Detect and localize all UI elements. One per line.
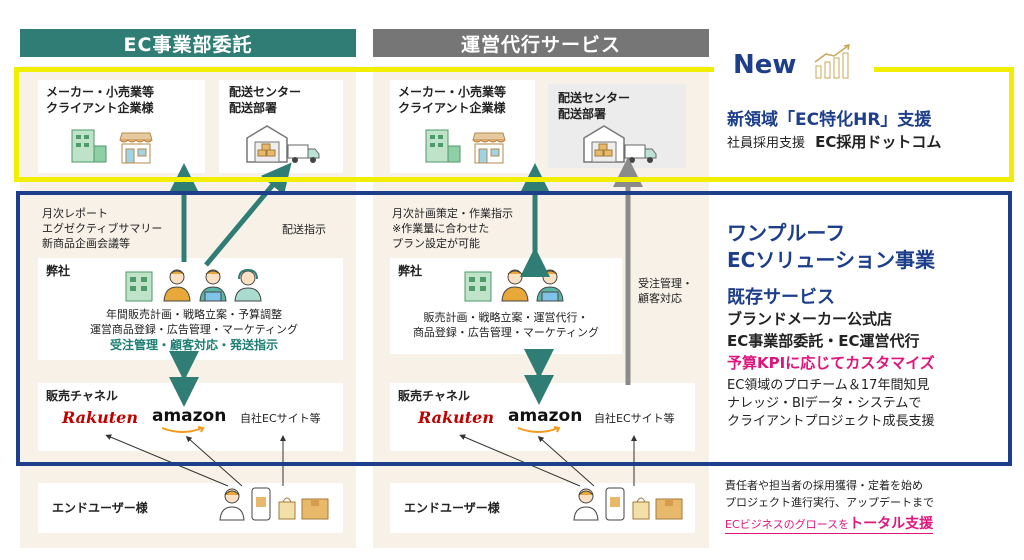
amazon-smile-icon — [517, 426, 561, 433]
rakuten-logo: Rakuten — [62, 408, 138, 427]
middle-client-card — [390, 80, 535, 173]
amazon-smile-icon — [161, 426, 205, 433]
smartphone-icon — [605, 487, 625, 521]
service-1: ブランドメーカー公式店 — [727, 310, 893, 328]
office-building-icon — [125, 271, 153, 302]
user-laptop-icon — [573, 488, 599, 521]
left-delivery-label: 配送センター 配送部署 — [229, 85, 302, 115]
staff-icon — [163, 269, 191, 302]
shopping-bag-icon — [278, 497, 296, 520]
yellow-frame — [14, 67, 1014, 182]
middle-company-title: 弊社 — [398, 264, 423, 278]
business-line1: ワンプルーフ — [727, 221, 846, 245]
left-channel-title: 販売チャネル — [46, 389, 118, 403]
staff-laptop-icon — [199, 269, 227, 302]
user-laptop-icon — [219, 488, 245, 521]
recruit-prefix: 社員採用支援 — [727, 136, 806, 151]
arrow-delivery-instruction — [204, 162, 292, 267]
package-icon — [655, 498, 683, 520]
arrow-user-rakuten — [105, 434, 229, 487]
left-delivery-instruction: 配送指示 — [282, 223, 326, 236]
left-report-text: 月次レポート エグゼクティブサマリー 新商品企画会議等 — [42, 207, 163, 250]
new-domain-title: 新領域「EC特化HR」支援 — [727, 110, 932, 130]
shop-icon — [119, 132, 153, 164]
footer-text: 責任者や担当者の採用獲得・定着を始め プロジェクト進行実行、アップデートまで — [725, 479, 934, 509]
recruit-line: 社員採用支援 EC採用ドットコム — [727, 131, 941, 152]
arrow-user-rakuten-mid — [459, 434, 581, 487]
rakuten-logo: Rakuten — [418, 408, 494, 427]
service-description: EC領域のプロチーム＆17年間知見 ナレッジ・BIデータ・システムで クライアン… — [727, 378, 935, 429]
middle-company-tasks: 販売計画・戦略立案・運営代行・ 商品登録・広告管理・マーケティング — [412, 311, 600, 339]
shop-icon — [472, 132, 506, 164]
service-2: EC事業部委託・EC運営代行 — [727, 332, 920, 350]
package-icon — [301, 498, 329, 520]
left-company-card — [38, 258, 343, 360]
staff-icon — [501, 269, 529, 302]
building-icon — [71, 129, 107, 163]
new-badge — [714, 44, 874, 88]
warehouse-icon — [583, 125, 625, 163]
left-company-highlight: 受注管理・顧客対応・発送指示 — [109, 338, 278, 352]
middle-client-label: メーカー・小売業等 クライアント企業様 — [398, 85, 507, 115]
warehouse-icon — [246, 125, 288, 163]
middle-enduser-label: エンドユーザー様 — [404, 501, 500, 515]
middle-company-card — [390, 258, 622, 354]
middle-delivery-label: 配送センター 配送部署 — [558, 91, 631, 121]
middle-order-mgmt: 受注管理・ 顧客対応 — [638, 277, 693, 305]
office-building-icon — [464, 271, 492, 302]
building-icon — [425, 129, 461, 163]
navy-frame — [16, 191, 1012, 466]
header-ec-department: EC事業部委託 — [20, 29, 356, 57]
truck-icon — [624, 144, 657, 163]
footer-emph: トータル支援 — [849, 516, 934, 532]
footer-line2: ECビジネスのグロースをトータル支援 — [725, 513, 934, 534]
left-company-tasks: 年間販売計画・戦略立案・予算調整 運営商品登録・広告管理・マーケティング — [89, 308, 299, 336]
support-headset-icon — [234, 268, 262, 302]
left-enduser-label: エンドユーザー様 — [52, 501, 148, 515]
recruit-name: EC採用ドットコム — [815, 133, 942, 151]
new-badge-label: New — [733, 50, 797, 80]
header-operation-service: 運営代行サービス — [373, 29, 709, 57]
existing-service-label: 既存サービス — [727, 287, 835, 308]
left-own-site: 自社ECサイト等 — [240, 412, 321, 425]
footer-prefix: ECビジネスのグロースを — [725, 518, 850, 531]
middle-plan-text: 月次計画策定・作業指示 ※作業量に合わせた プラン設定が可能 — [392, 207, 513, 250]
smartphone-icon — [251, 487, 271, 521]
middle-channel-title: 販売チャネル — [398, 389, 470, 403]
left-client-label: メーカー・小売業等 クライアント企業様 — [46, 85, 155, 115]
service-3: 予算KPIに応じてカスタマイズ — [727, 354, 935, 372]
truck-icon — [287, 144, 320, 163]
middle-own-site: 自社ECサイト等 — [594, 412, 675, 425]
left-company-title: 弊社 — [46, 264, 71, 278]
business-line2: ECソリューション事業 — [727, 248, 935, 272]
growth-chart-icon — [814, 44, 850, 79]
amazon-logo: amazon — [508, 406, 583, 426]
shopping-bag-icon — [632, 497, 650, 520]
amazon-logo: amazon — [152, 406, 227, 426]
